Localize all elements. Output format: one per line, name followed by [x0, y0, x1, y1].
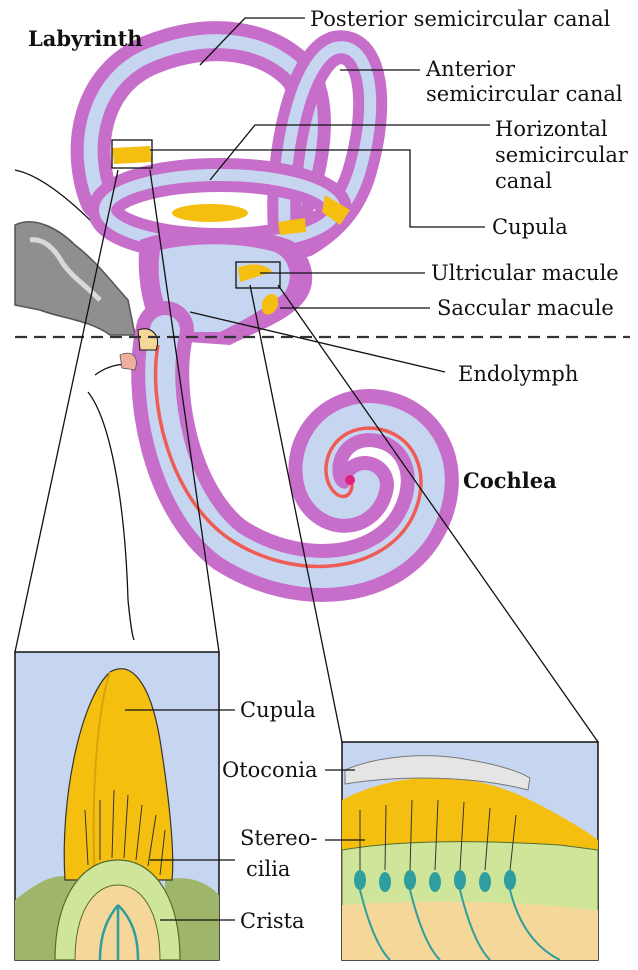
label-cupula: Cupula [492, 215, 568, 239]
cupula-posterior [112, 146, 152, 164]
inset-label-crista: Crista [240, 909, 305, 933]
label-endolymph: Endolymph [458, 362, 578, 386]
labyrinth [91, 41, 430, 573]
label-horizontal-line2: semicircular [495, 143, 629, 167]
label-anterior-line2: semicircular canal [426, 82, 623, 106]
title-cochlea: Cochlea [463, 468, 557, 493]
inset-crista [15, 652, 219, 960]
label-utricular-macule: Ultricular macule [431, 261, 619, 285]
inset-label-cupula: Cupula [240, 698, 316, 722]
inset-macula [342, 742, 598, 960]
label-posterior-canal: Posterior semicircular canal [310, 7, 611, 31]
title-labyrinth: Labyrinth [28, 26, 143, 51]
inset-label-stereo-line1: Stereo- [240, 826, 317, 850]
label-horizontal-line1: Horizontal [495, 117, 608, 141]
cupula-horizontal [172, 204, 248, 222]
label-saccular-macule: Saccular macule [437, 296, 614, 320]
label-anterior-line1: Anterior [425, 57, 516, 81]
label-horizontal-line3: canal [495, 169, 552, 193]
inset-label-otoconia: Otoconia [222, 758, 317, 782]
inset-label-stereo-line2: cilia [246, 857, 290, 881]
